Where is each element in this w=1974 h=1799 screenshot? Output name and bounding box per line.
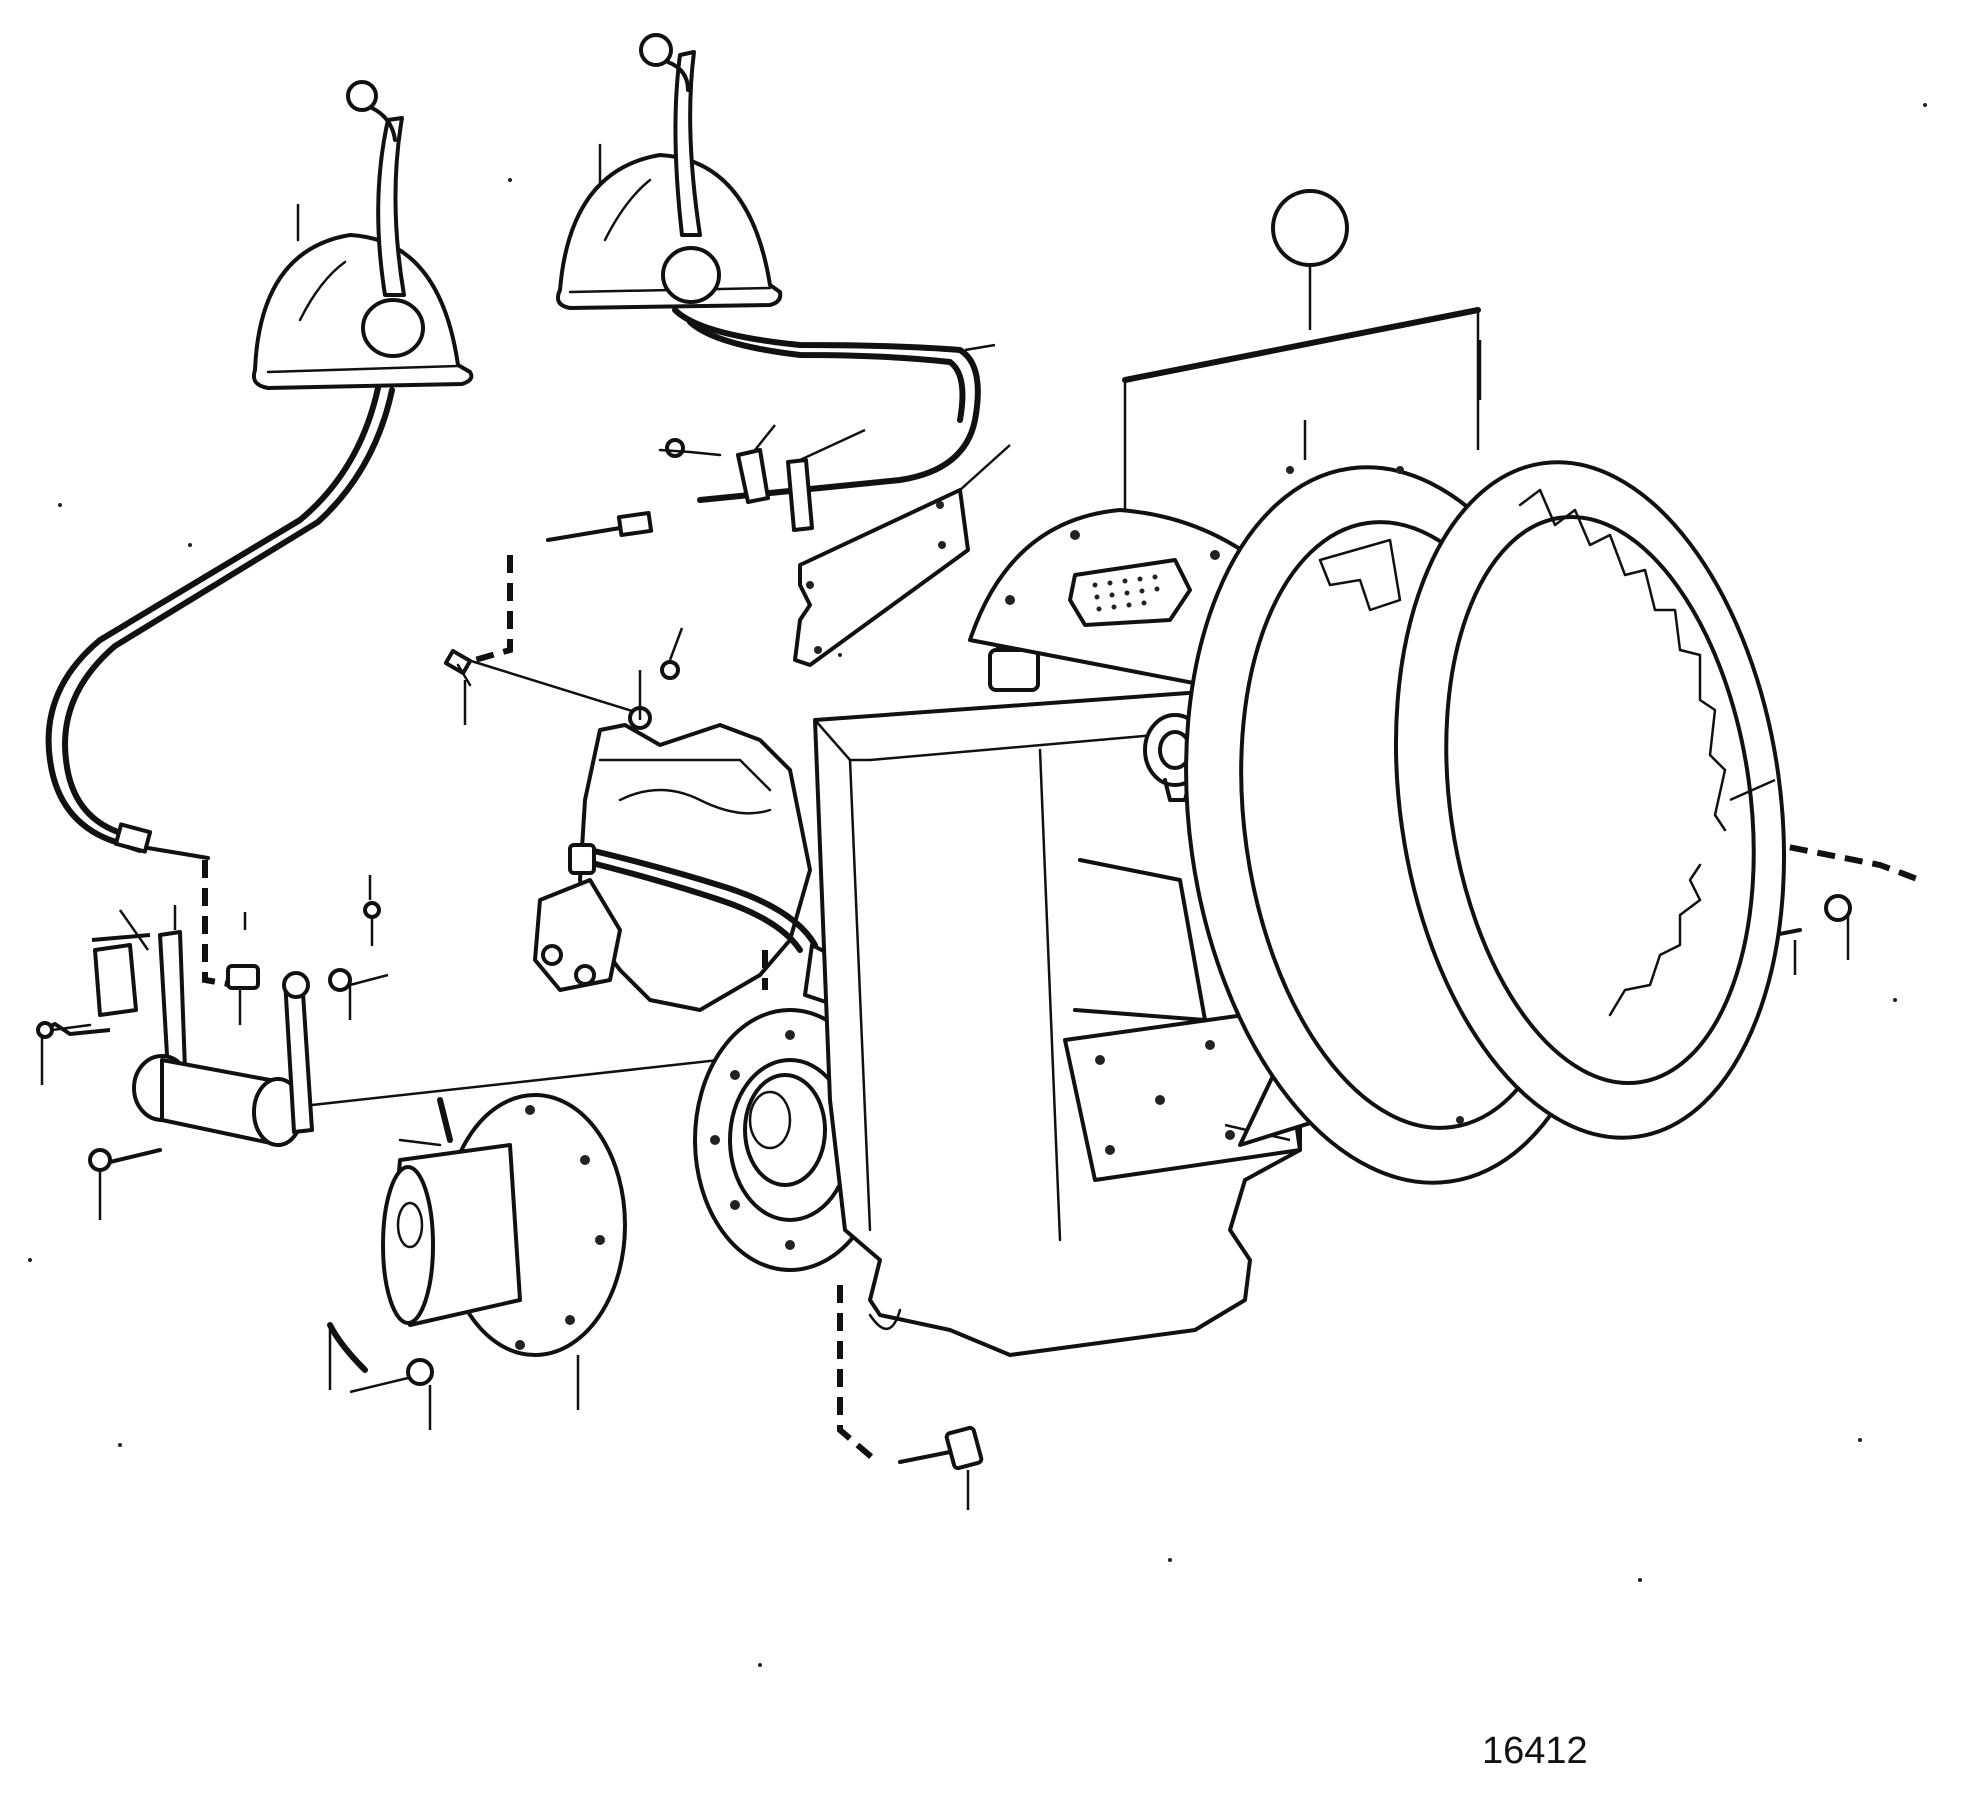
figure-number: 16412	[1482, 1730, 1588, 1772]
flywheel-ring-gear	[1393, 340, 1787, 1140]
cable-brackets	[658, 424, 1011, 667]
control-cables	[45, 307, 996, 860]
left-control-lever	[251, 80, 474, 390]
right-control-lever	[556, 33, 783, 310]
linkage-assembly	[93, 905, 902, 1147]
assembly-callout	[1122, 189, 1481, 510]
nameplate-dots	[1092, 574, 1160, 612]
scan-speckle	[28, 103, 1927, 1667]
output-flange	[381, 1093, 627, 1410]
control-valve	[533, 723, 862, 1012]
